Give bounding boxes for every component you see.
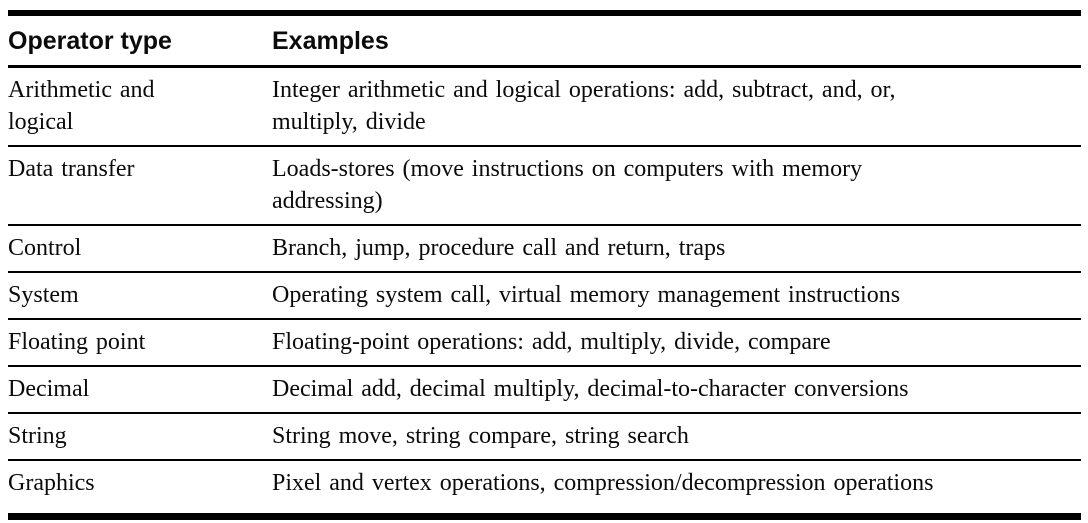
- table-row: Floating point Floating-point operations…: [8, 319, 1081, 366]
- table-row: System Operating system call, virtual me…: [8, 272, 1081, 319]
- table-row: Graphics Pixel and vertex operations, co…: [8, 460, 1081, 517]
- column-header-examples: Examples: [272, 27, 389, 55]
- operator-type-cell: Graphics: [8, 470, 95, 496]
- operator-type-cell: Control: [8, 235, 82, 261]
- table-row: Decimal Decimal add, decimal multiply, d…: [8, 366, 1081, 413]
- operator-type-cell: Data transfer: [8, 156, 135, 182]
- column-header-operator-type: Operator type: [8, 27, 172, 55]
- examples-cell: Pixel and vertex operations, compression…: [272, 470, 934, 496]
- operator-type-cell: String: [8, 423, 67, 449]
- examples-cell: Loads-stores (move instructions on compu…: [272, 156, 863, 214]
- table-row: Arithmetic and logical Integer arithmeti…: [8, 67, 1081, 146]
- table-row: Data transfer Loads-stores (move instruc…: [8, 146, 1081, 225]
- table-row: Control Branch, jump, procedure call and…: [8, 225, 1081, 272]
- examples-cell: Decimal add, decimal multiply, decimal-t…: [272, 376, 909, 402]
- operator-type-cell: Arithmetic and logical: [8, 77, 155, 135]
- operator-type-cell: Floating point: [8, 329, 146, 355]
- header-row: Operator type Examples: [8, 13, 1081, 67]
- operator-type-cell: System: [8, 282, 79, 308]
- table-row: String String move, string compare, stri…: [8, 413, 1081, 460]
- examples-cell: String move, string compare, string sear…: [272, 423, 689, 449]
- examples-cell: Branch, jump, procedure call and return,…: [272, 235, 726, 261]
- examples-cell: Floating-point operations: add, multiply…: [272, 329, 831, 355]
- examples-cell: Integer arithmetic and logical operation…: [272, 77, 896, 135]
- operator-types-table: Operator type Examples Arithmetic and lo…: [8, 10, 1081, 520]
- operator-type-cell: Decimal: [8, 376, 90, 402]
- examples-cell: Operating system call, virtual memory ma…: [272, 282, 901, 308]
